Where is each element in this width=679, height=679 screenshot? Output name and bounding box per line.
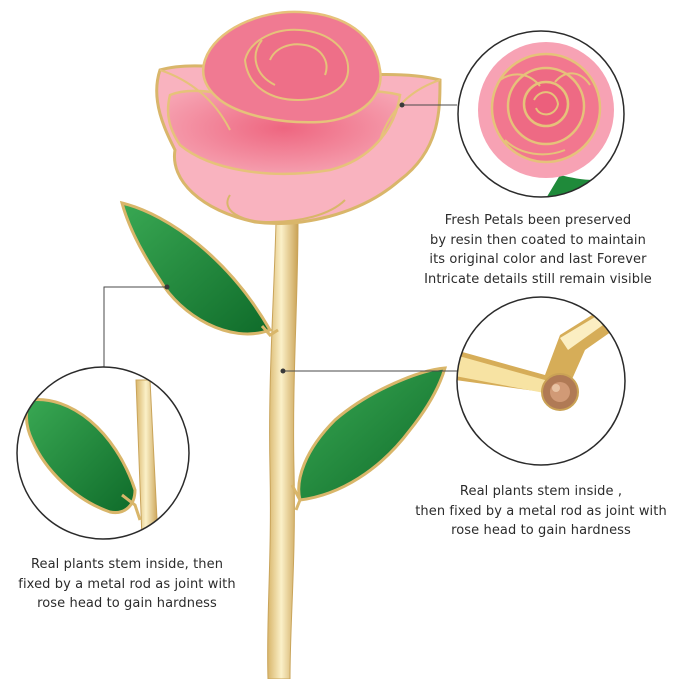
- caption-line: then fixed by a metal rod as joint with: [415, 503, 667, 519]
- caption-line: by resin then coated to maintain: [430, 232, 646, 248]
- zoom-circle-metal-rod: [456, 296, 626, 466]
- caption-metal-rod-left: Real plants stem inside, then fixed by a…: [0, 555, 254, 614]
- zoom-circle-rose-detail: [457, 30, 625, 198]
- caption-line: its original color and last Forever: [429, 252, 647, 267]
- caption-line: Real plants stem inside ,: [459, 484, 623, 499]
- caption-line: Fresh Petals been preserved: [444, 213, 632, 228]
- callout-lines: [103, 104, 457, 372]
- caption-preserved-petals: Fresh Petals been preserved by resin the…: [398, 211, 678, 289]
- rose-stem: [267, 221, 299, 679]
- lower-leaf: [290, 366, 448, 511]
- caption-line: Real plants stem inside, then: [30, 557, 224, 572]
- caption-line: Intricate details still remain visible: [424, 271, 652, 287]
- zoom-circle-leaf-joint: [16, 366, 190, 540]
- caption-line: rose head to gain hardness: [37, 596, 217, 611]
- callout-dots: [164, 102, 405, 374]
- upper-leaf: [119, 200, 279, 337]
- caption-line: rose head to gain hardness: [451, 523, 631, 538]
- caption-metal-rod-right: Real plants stem inside , then fixed by …: [396, 482, 679, 541]
- caption-line: fixed by a metal rod as joint with: [18, 576, 236, 592]
- rose-head: [155, 10, 442, 225]
